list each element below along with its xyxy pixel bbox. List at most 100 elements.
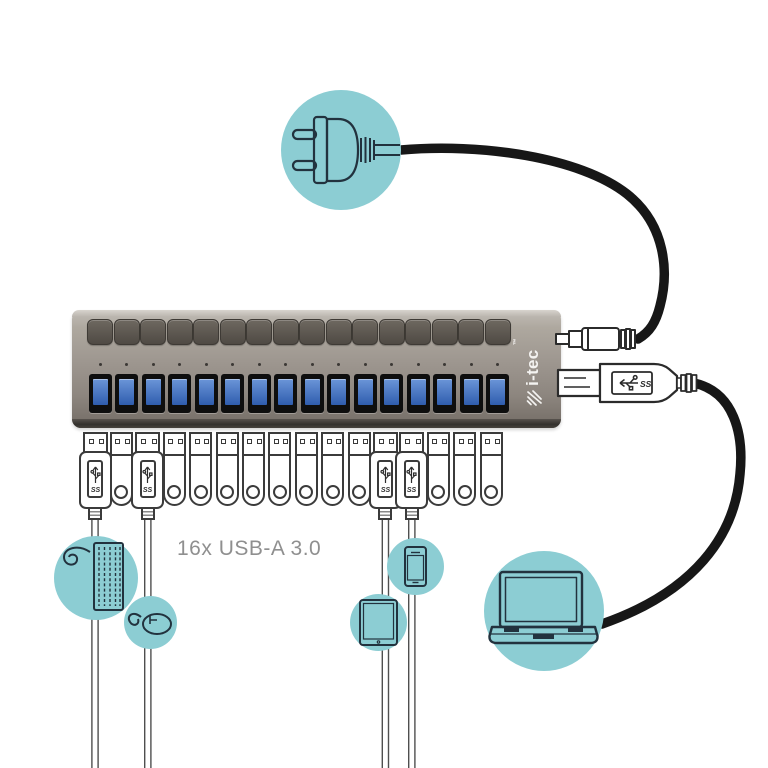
- usb-flash-drive: [157, 432, 191, 506]
- usb-port: [327, 374, 350, 413]
- plug-body: SS: [395, 451, 429, 509]
- drive-body: [162, 454, 186, 506]
- usb-plug-hole: [458, 439, 464, 444]
- usb-plug-hole: [124, 439, 130, 444]
- usb-plug-hole: [336, 439, 342, 444]
- usb-plug-hole: [247, 439, 253, 444]
- led-indicator: [496, 363, 499, 366]
- led-indicator: [284, 363, 287, 366]
- plug-body: SS: [131, 451, 165, 509]
- usb-plug-hole: [221, 439, 226, 444]
- usb-port: [88, 374, 112, 413]
- usb-plug-metal: [241, 432, 265, 456]
- usb-port-tab: [463, 379, 479, 405]
- usb-plug-hole: [389, 439, 395, 444]
- svg-text:SS: SS: [407, 487, 417, 494]
- usb-plug-hole: [168, 439, 174, 444]
- drive-ring: [246, 485, 261, 499]
- usb-plug-metal: [453, 432, 477, 456]
- dc-power-connector: [554, 324, 650, 354]
- power-button: [299, 319, 325, 345]
- usb-ss-label: SS: [640, 379, 652, 389]
- drive-ring: [457, 485, 472, 499]
- led-indicator: [231, 363, 234, 366]
- led-indicator: [390, 363, 393, 366]
- led-indicator: [469, 363, 473, 366]
- power-button: [166, 319, 193, 345]
- power-button: [431, 319, 458, 345]
- usb-flash-drive: [263, 432, 297, 506]
- drive-body: [215, 454, 239, 506]
- usb-port-tab: [92, 379, 108, 405]
- usb-port: [486, 374, 509, 413]
- power-button: [113, 319, 140, 345]
- usb-port-tab: [437, 379, 452, 405]
- usb-port: [247, 374, 271, 413]
- usb-plug-metal: [162, 432, 186, 456]
- usb-port: [380, 374, 403, 413]
- usb-cable-connector: SS: [78, 432, 112, 520]
- usb-plug-hole: [485, 439, 490, 444]
- usb-plug-metal: [321, 432, 345, 456]
- usb-b-connector: SS: [556, 359, 702, 407]
- drive-ring: [325, 485, 340, 499]
- power-button: [272, 319, 299, 345]
- power-plug-icon: [291, 115, 400, 185]
- led-indicator: [363, 363, 367, 366]
- led-indicator: [98, 363, 102, 366]
- usb-port: [459, 374, 483, 413]
- power-button: [140, 319, 166, 345]
- usb-plug-hole: [273, 439, 279, 444]
- mouse-circle: [124, 596, 177, 649]
- drive-body: [426, 454, 450, 506]
- plug-body: SS: [78, 451, 112, 509]
- usb-port: [406, 374, 430, 413]
- svg-text:SS: SS: [143, 487, 153, 494]
- led-indicator: [151, 363, 155, 366]
- led-indicator: [178, 363, 181, 366]
- usb-port-tab: [490, 379, 505, 405]
- led-indicator: [443, 363, 446, 366]
- laptop-icon: [488, 570, 599, 645]
- power-button: [246, 319, 272, 345]
- tablet-icon: [359, 599, 398, 646]
- drive-ring: [272, 485, 287, 499]
- drive-body: [189, 454, 213, 506]
- usb-port-tab: [357, 379, 373, 405]
- usb-flash-drive: [210, 432, 244, 506]
- itec-logo: i-tec ™: [499, 338, 567, 406]
- usb-plug-metal: [109, 432, 133, 456]
- drive-ring: [299, 485, 314, 499]
- usb-plug-hole: [494, 439, 500, 444]
- usb-ss-icon: SS: [87, 460, 103, 498]
- usb-plug-metal: [426, 432, 450, 456]
- usb-port: [221, 374, 244, 413]
- usb-plug-hole: [256, 439, 262, 444]
- usb-flash-drive: [448, 432, 482, 506]
- smartphone-icon: [404, 546, 427, 587]
- usb-port-tab: [410, 379, 426, 405]
- usb-plug-hole: [405, 439, 411, 444]
- usb-port-tab: [384, 379, 399, 405]
- drive-ring: [193, 485, 208, 499]
- usb-plug-hole: [362, 439, 368, 444]
- usb-plug-hole: [204, 439, 210, 444]
- led-indicator: [204, 363, 208, 366]
- usb-plug-metal: [215, 432, 239, 456]
- power-button: [219, 319, 246, 345]
- power-button: [193, 319, 219, 345]
- usb-plug-metal: [294, 432, 318, 456]
- usb-plug-hole: [353, 439, 358, 444]
- usb-cable-connector: SS: [395, 432, 429, 520]
- usb-ss-icon: SS: [139, 460, 156, 498]
- usb-plug-hole: [326, 439, 332, 444]
- usb-plug-hole: [99, 439, 104, 444]
- usb-ss-icon: SS: [403, 460, 420, 498]
- usb-plug-hole: [441, 439, 447, 444]
- usb-ss-icon: SS: [377, 460, 394, 498]
- usb-port-tab: [225, 379, 240, 405]
- usb-port-tab: [145, 379, 161, 405]
- drive-body: [109, 454, 133, 506]
- svg-text:SS: SS: [381, 487, 391, 494]
- power-button: [378, 319, 405, 345]
